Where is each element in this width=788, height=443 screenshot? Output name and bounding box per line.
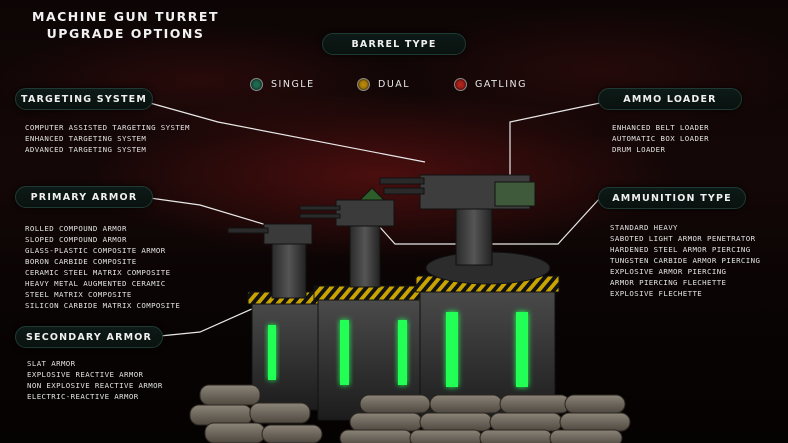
sandbag-wall [189,384,631,443]
list-item[interactable]: Automatic Box Loader [612,134,709,143]
list-item[interactable]: Armor Piercing Flechette [610,278,727,287]
left-pedestal [247,291,329,411]
primary-armor-label: Primary Armor [30,191,138,203]
barrel-option-single[interactable]: Single [250,78,315,91]
gold-gem-icon [357,78,370,91]
barrel-option-dual[interactable]: Dual [357,78,410,91]
list-item[interactable]: Standard Heavy [610,223,678,232]
barrel-type-header: Barrel Type [322,33,466,55]
turret-single [227,223,313,299]
list-item[interactable]: Enhanced Belt Loader [612,123,709,132]
barrel-option-label: Dual [378,79,411,90]
list-item[interactable]: Explosive Flechette [610,289,703,298]
secondary-armor-header: Secondary Armor [15,326,163,348]
turret-dual [299,187,395,288]
list-item[interactable]: Sloped Compound Armor [25,235,127,244]
list-item[interactable]: Advanced Targeting System [25,145,147,154]
list-item[interactable]: Rolled Compound Armor [25,224,127,233]
targeting-system-header: Targeting System [15,88,153,110]
list-item[interactable]: Steel Matrix Composite [25,290,132,299]
secondary-armor-label: Secondary Armor [25,331,153,343]
title-line-1: Machine Gun Turret [32,9,219,24]
list-item[interactable]: Tungsten Carbide Armor Piercing [610,256,761,265]
primary-armor-list: Rolled Compound Armor Sloped Compound Ar… [25,223,180,311]
title-line-2: Upgrade Options [46,26,205,41]
list-item[interactable]: Explosive Armor Piercing [610,267,727,276]
list-item[interactable]: Electric-Reactive Armor [27,392,139,401]
list-item[interactable]: Enhanced Targeting System [25,134,147,143]
list-item[interactable]: Silicon Carbide Matrix Composite [25,301,181,310]
leader-line-secondary-armor [149,299,273,338]
red-gem-icon [454,78,467,91]
page-title: Machine Gun Turret Upgrade Options [18,8,233,42]
barrel-type-label: Barrel Type [351,38,437,50]
list-item[interactable]: Ceramic Steel Matrix Composite [25,268,171,277]
leader-line-ammo-loader [509,102,601,190]
ammunition-type-list: Standard Heavy Saboted Light Armor Penet… [610,222,760,299]
list-item[interactable]: Heavy Metal Augmented Ceramic [25,279,166,288]
ammo-loader-header: Ammo Loader [598,88,742,110]
list-item[interactable]: Non Explosive Reactive Armor [27,381,163,390]
list-item[interactable]: Saboted Light Armor Penetrator [610,234,756,243]
list-item[interactable]: Explosive Reactive Armor [27,370,144,379]
targeting-system-label: Targeting System [21,93,147,105]
targeting-system-list: Computer Assisted Targeting System Enhan… [25,122,190,155]
ammo-loader-list: Enhanced Belt Loader Automatic Box Loade… [612,122,709,155]
barrel-option-gatling[interactable]: Gatling [454,78,527,91]
ammo-loader-label: Ammo Loader [623,93,717,105]
ammunition-type-label: Ammunition Type [612,192,732,204]
list-item[interactable]: Boron Carbide Composite [25,257,137,266]
turret-gatling [379,174,536,266]
barrel-option-label: Single [271,79,315,90]
list-item[interactable]: Glass-Plastic Composite Armor [25,246,166,255]
leader-line-targeting [149,102,426,163]
ammunition-type-header: Ammunition Type [598,187,746,209]
list-item[interactable]: Hardened Steel Armor Piercing [610,245,751,254]
secondary-armor-list: Slat Armor Explosive Reactive Armor Non … [27,358,163,402]
green-gem-icon [250,78,263,91]
list-item[interactable]: Computer Assisted Targeting System [25,123,190,132]
list-item[interactable]: Drum Loader [612,145,666,154]
primary-armor-header: Primary Armor [15,186,153,208]
list-item[interactable]: Slat Armor [27,359,76,368]
barrel-option-label: Gatling [475,79,527,90]
